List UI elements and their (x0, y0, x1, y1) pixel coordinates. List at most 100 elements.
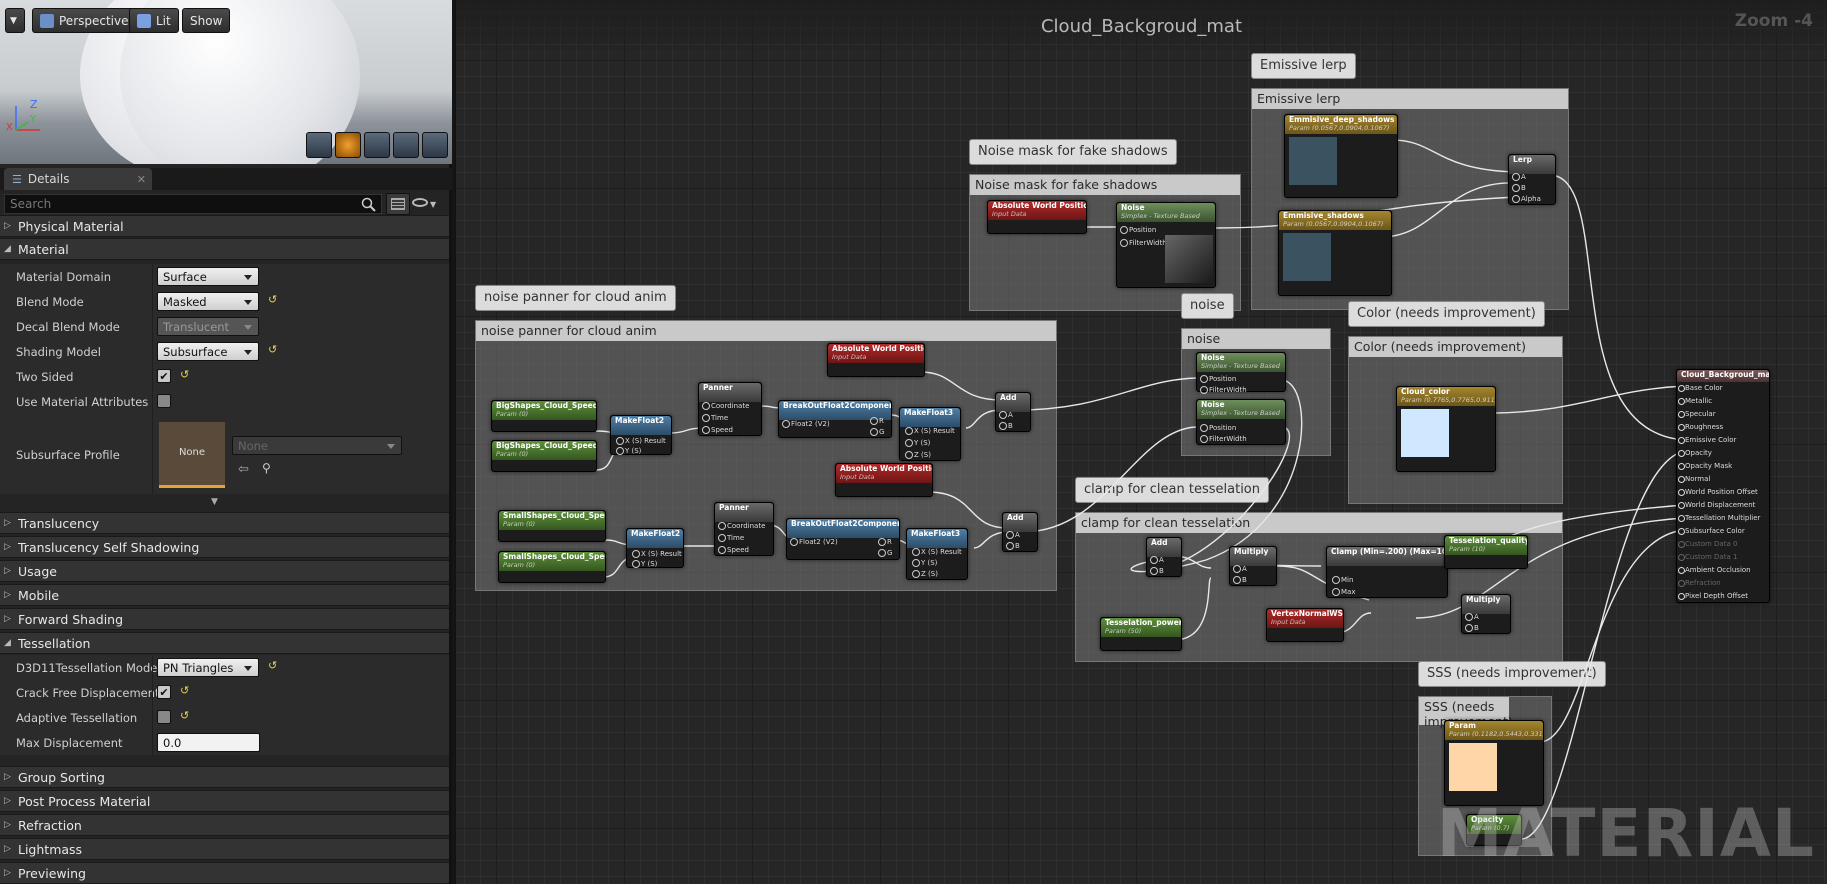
node-add-3[interactable]: Add A B (1146, 537, 1182, 577)
material-pin-tessellation-multiplier[interactable]: Tessellation Multiplier (1677, 514, 1761, 522)
category-lightmass[interactable]: ▷Lightmass (0, 838, 449, 860)
category-group-sorting[interactable]: ▷Group Sorting (0, 766, 449, 788)
max-displacement-input[interactable]: 0.0 (157, 733, 260, 752)
node-smallshapes-speed-x[interactable]: SmallShapes_Cloud_Speed_XParam (0) (498, 510, 606, 542)
node-makefloat2-2[interactable]: MakeFloat2 X (S) Result Y (S) (626, 528, 684, 568)
category-physical-material[interactable]: ▷Physical Material (0, 215, 449, 237)
node-multiply-2[interactable]: Multiply A B (1461, 594, 1511, 634)
node-makefloat3-1[interactable]: MakeFloat3 X (S) Result Y (S) Z (S) (899, 407, 961, 461)
node-add-2[interactable]: Add A B (1002, 512, 1038, 552)
node-panner-1[interactable]: Panner Coordinate Time Speed (698, 382, 762, 436)
crack-free-checkbox[interactable]: ✔ (157, 685, 171, 699)
details-tab[interactable]: ☰ Details ✕ (4, 168, 152, 190)
category-forward-shading[interactable]: ▷Forward Shading (0, 608, 449, 630)
reset-arrow-icon[interactable]: ↺ (180, 368, 190, 381)
material-pin-opacity-mask[interactable]: Opacity Mask (1677, 462, 1733, 470)
reset-arrow-icon[interactable]: ↺ (268, 343, 278, 356)
comment-box-color[interactable]: Color (needs improvement) (1348, 336, 1563, 504)
comment-bubble-sss[interactable]: SSS (needs improvement) (1418, 661, 1606, 687)
material-pin-world-displacement[interactable]: World Displacement (1677, 501, 1756, 509)
material-pin-pixel-depth-offset[interactable]: Pixel Depth Offset (1678, 592, 1748, 600)
material-pin-opacity[interactable]: Opacity (1678, 449, 1712, 457)
close-icon[interactable]: ✕ (136, 172, 146, 186)
category-material[interactable]: ◢Material (0, 238, 449, 260)
material-pin-custom-data-0[interactable]: Custom Data 0 (1677, 540, 1738, 548)
comment-bubble-clamp[interactable]: clamp for clean tesselation (1075, 477, 1269, 503)
comment-bubble-noise[interactable]: noise (1181, 293, 1234, 319)
category-refraction[interactable]: ▷Refraction (0, 814, 449, 836)
category-translucency[interactable]: ▷Translucency (0, 512, 449, 534)
shading-model-dropdown[interactable]: Subsurface (157, 342, 259, 361)
material-pin-refraction[interactable]: Refraction (1678, 579, 1721, 587)
property-matrix-button[interactable] (386, 193, 410, 215)
lit-button[interactable]: Lit (129, 8, 179, 33)
subsurface-profile-thumbnail[interactable]: None (159, 422, 225, 488)
node-multiply-1[interactable]: Multiply A B (1229, 546, 1277, 586)
category-post-process-material[interactable]: ▷Post Process Material (0, 790, 449, 812)
material-pin-base-color[interactable]: Base Color (1678, 384, 1723, 392)
adaptive-tessellation-checkbox[interactable] (157, 710, 171, 724)
category-previewing[interactable]: ▷Previewing (0, 862, 449, 884)
sphere-preview-icon[interactable] (335, 132, 361, 158)
reset-arrow-icon[interactable]: ↺ (268, 659, 278, 672)
comment-bubble-emissive[interactable]: Emissive lerp (1251, 53, 1356, 79)
category-mobile[interactable]: ▷Mobile (0, 584, 449, 606)
material-graph-canvas[interactable]: Cloud_Backgroud_mat Zoom -4 Emissive ler… (455, 0, 1827, 884)
node-panner-2[interactable]: Panner Coordinate Time Speed (714, 502, 774, 556)
material-pin-metallic[interactable]: Metallic (1677, 397, 1713, 405)
node-makefloat2-1[interactable]: MakeFloat2 X (S) Result Y (S) (610, 415, 672, 455)
mesh-preview-icon[interactable] (422, 132, 448, 158)
use-material-attributes-checkbox[interactable] (157, 394, 171, 408)
node-add-1[interactable]: Add A B (995, 392, 1031, 432)
material-pin-normal[interactable]: Normal (1677, 475, 1711, 483)
details-search-input[interactable]: Search (4, 194, 382, 214)
node-smallshapes-speed-y[interactable]: SmallShapes_Cloud_Speed_YParam (0) (498, 551, 606, 583)
material-pin-subsurface-color[interactable]: Subsurface Color (1678, 527, 1745, 535)
category-tessellation[interactable]: ◢Tessellation (0, 632, 449, 654)
material-pin-roughness[interactable]: Roughness (1677, 423, 1724, 431)
material-pin-world-position-offset[interactable]: World Position Offset (1678, 488, 1758, 496)
browse-search-icon[interactable]: ⚲ (262, 461, 271, 475)
material-preview-viewport[interactable]: ▼ Perspective Lit Show Z Y X (0, 0, 452, 164)
reset-arrow-icon[interactable]: ↺ (180, 709, 190, 722)
material-pin-emissive-color[interactable]: Emissive Color (1677, 436, 1737, 444)
node-makefloat3-2[interactable]: MakeFloat3 X (S) Result Y (S) Z (S) (906, 528, 968, 580)
use-selected-arrow-icon[interactable]: ⇦ (238, 462, 249, 477)
node-breakout-2[interactable]: BreakOutFloat2Components Float2 (V2) R G (786, 518, 900, 560)
comment-bubble-color[interactable]: Color (needs improvement) (1348, 301, 1545, 327)
node-bigshapes-speed-y[interactable]: BigShapes_Cloud_Speed_YParam (0) (491, 440, 597, 472)
material-pin-ambient-occlusion[interactable]: Ambient Occlusion (1678, 566, 1751, 574)
category-usage[interactable]: ▷Usage (0, 560, 449, 582)
show-button[interactable]: Show (182, 8, 231, 33)
cube-preview-icon[interactable] (393, 132, 419, 158)
two-sided-checkbox[interactable]: ✔ (157, 369, 171, 383)
material-pin-custom-data-1[interactable]: Custom Data 1 (1677, 553, 1738, 561)
advanced-expand-arrow-icon[interactable]: ▼ (211, 497, 218, 507)
category-translucency-self-shadowing[interactable]: ▷Translucency Self Shadowing (0, 536, 449, 558)
comment-bubble-noise-mask[interactable]: Noise mask for fake shadows (969, 139, 1177, 165)
plane-preview-icon[interactable] (364, 132, 390, 158)
node-bigshapes-speed-x[interactable]: BigShapes_Cloud_Speed_XParam (0) (491, 400, 597, 432)
reset-arrow-icon[interactable]: ↺ (268, 293, 278, 306)
viewport-menu-button[interactable]: ▼ (5, 8, 25, 33)
perspective-button[interactable]: Perspective (32, 8, 137, 33)
blend-mode-dropdown[interactable]: Masked (157, 292, 259, 311)
material-domain-dropdown[interactable]: Surface (157, 267, 259, 286)
comment-bubble-panner[interactable]: noise panner for cloud anim (475, 285, 676, 311)
node-clamp[interactable]: Clamp (Min=.200) (Max=1000) Min Max (1326, 546, 1448, 598)
subsurface-profile-dropdown[interactable]: None (232, 436, 402, 455)
node-breakout-1[interactable]: BreakOutFloat2Components Float2 (V2) R G (778, 400, 892, 438)
material-pin-specular[interactable]: Specular (1678, 410, 1716, 418)
